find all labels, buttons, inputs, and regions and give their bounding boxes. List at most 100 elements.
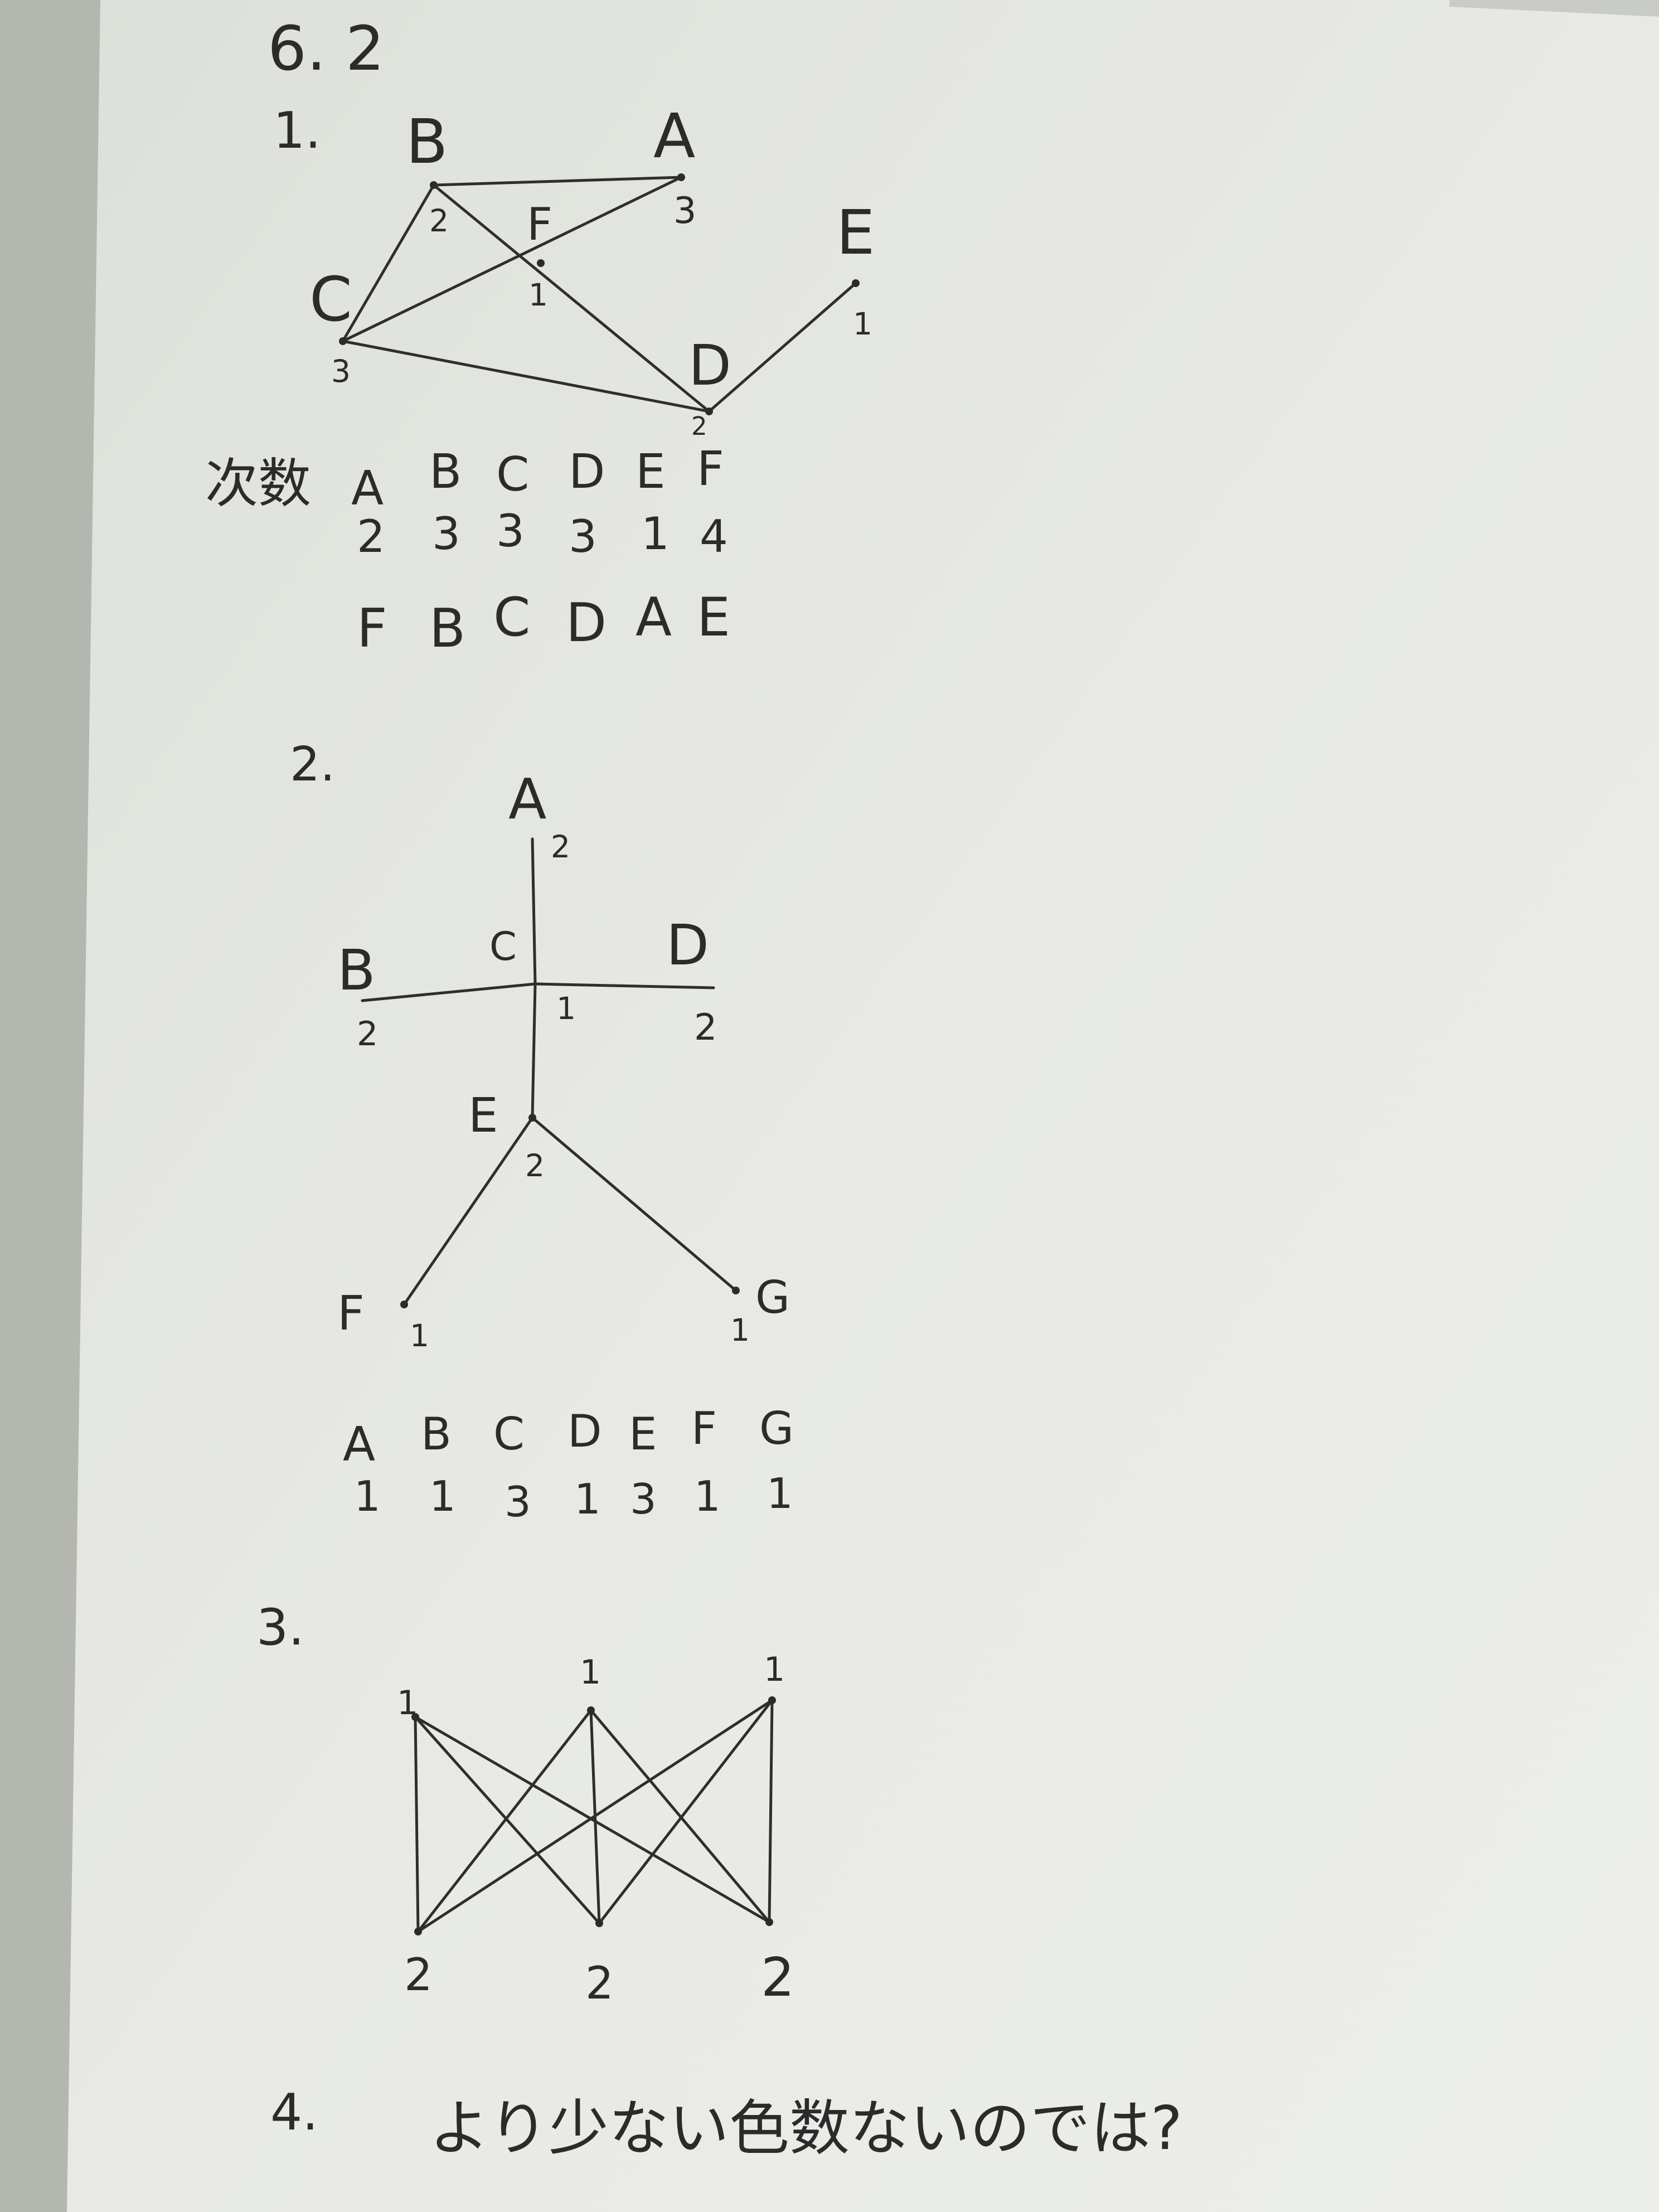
bottom-vertex-2-dot	[595, 1919, 603, 1927]
edge-e-f-2	[402, 1116, 534, 1306]
table-1-label-d: D	[569, 444, 605, 499]
table-2-value-b: 1	[429, 1472, 456, 1521]
edge-b-d	[432, 183, 711, 413]
vertex-f-dot	[537, 259, 545, 267]
vertex-e-dot-2	[528, 1114, 536, 1122]
table-2-label-a: A	[343, 1417, 375, 1472]
order-item-4: D	[566, 593, 607, 654]
vertex-a-label: A	[653, 100, 695, 172]
paper-top-edge	[1449, 0, 1659, 17]
table-2-label-b: B	[421, 1408, 452, 1460]
table-1-label-b: B	[429, 444, 462, 499]
vertex-c-label: C	[309, 264, 352, 335]
vertex-f-label-2: F	[337, 1286, 365, 1341]
bottom-vertex-3-label: 2	[761, 1947, 794, 2009]
table-2-value-g: 1	[767, 1469, 793, 1518]
edge-c-d	[341, 339, 711, 413]
graph-3: 1 1 1 2 2 2	[397, 1650, 794, 2009]
vertex-f-label: F	[527, 198, 552, 250]
vertex-g-dot-2	[732, 1287, 740, 1294]
graph-2: A B C D E F G 2 2 1 2 2 1 1	[337, 767, 790, 1354]
table-2-value-a: 1	[354, 1472, 381, 1521]
vertex-c-degree-note: 3	[331, 353, 351, 389]
vertex-d-label-2: D	[666, 913, 709, 978]
table-1-value-c: 3	[496, 505, 525, 557]
edge-t1-b2	[414, 1715, 601, 1925]
paper-sheet	[67, 0, 1659, 2212]
order-item-2: B	[429, 598, 465, 659]
vertex-e-degree-note-2: 2	[525, 1148, 545, 1183]
edge-t1-b1	[414, 1715, 420, 1933]
vertex-a-degree-note-2: 2	[551, 829, 570, 865]
table-2-label-e: E	[629, 1408, 657, 1460]
edge-b-c-2	[361, 982, 537, 1002]
vertex-a-dot	[677, 173, 685, 181]
edge-b-a	[432, 176, 683, 187]
degree-caption: 次数	[205, 453, 311, 515]
bottom-vertex-3-dot	[765, 1918, 773, 1926]
problem-4-number: 4.	[270, 2083, 318, 2142]
vertex-c-degree-note-2: 1	[556, 991, 576, 1026]
edge-a-c-2	[531, 837, 537, 986]
table-1-value-b: 3	[432, 508, 460, 560]
problem-2-number: 2.	[290, 737, 335, 792]
table-2-label-f: F	[691, 1403, 717, 1454]
graph-1: B A F E C D 2 3 1 1 3 2	[309, 100, 875, 441]
vertex-e-degree-note: 1	[853, 306, 872, 342]
problem-3-number: 3.	[256, 1598, 304, 1657]
table-2-label-c: C	[493, 1408, 525, 1460]
edge-t2-b3	[589, 1709, 771, 1924]
table-1-value-e: 1	[641, 508, 670, 560]
vertex-b-degree-note-2: 2	[357, 1015, 378, 1054]
edge-t3-b1	[416, 1699, 774, 1933]
bottom-vertex-1-label: 2	[404, 1949, 433, 2001]
edge-t3-b3	[768, 1699, 774, 1924]
edge-b-c	[341, 183, 435, 343]
vertex-e-label-2: E	[468, 1088, 498, 1143]
bottom-vertex-2-label: 2	[585, 1957, 614, 2009]
vertex-g-degree-note-2: 1	[730, 1312, 750, 1348]
edge-t3-b2	[598, 1699, 774, 1925]
vertex-g-label-2: G	[755, 1272, 790, 1323]
top-vertex-2-dot	[587, 1706, 595, 1714]
degree-table-1: A B C D E F 2 3 3 3 1 4	[351, 442, 728, 562]
edge-a-c	[341, 176, 683, 343]
edge-t1-b3	[414, 1715, 771, 1924]
edge-c-e-2	[531, 982, 537, 1119]
table-1-label-c: C	[496, 447, 529, 502]
vertex-a-label-2: A	[508, 767, 546, 832]
vertex-f-degree-note-2: 1	[410, 1318, 429, 1354]
order-item-6: E	[697, 587, 730, 648]
header-text: 6. 2	[268, 13, 385, 84]
order-item-1: F	[357, 598, 387, 659]
vertex-c-label-2: C	[489, 924, 517, 969]
vertex-f-dot-2	[400, 1301, 408, 1308]
top-vertex-1-label: 1	[397, 1684, 418, 1723]
table-1-value-f: 4	[700, 511, 728, 562]
table-1-value-d: 3	[569, 511, 597, 562]
table-1-label-e: E	[636, 444, 666, 499]
order-item-5: A	[636, 587, 672, 648]
top-vertex-3-dot	[768, 1696, 776, 1704]
order-item-3: C	[493, 587, 530, 648]
vertex-b-label: B	[406, 106, 448, 177]
table-2-value-e: 3	[630, 1474, 657, 1524]
vertex-b-label-2: B	[337, 938, 376, 1003]
vertex-f-degree-note: 1	[528, 277, 548, 313]
edge-d-e	[707, 282, 857, 413]
table-1-value-a: 2	[357, 511, 385, 562]
vertex-e-dot	[852, 279, 860, 287]
vertex-a-degree-note: 3	[673, 190, 696, 232]
table-2-label-g: G	[759, 1403, 794, 1454]
vertex-d-degree-note: 2	[691, 411, 707, 441]
vertex-d-dot	[705, 408, 713, 415]
vertex-c-dot	[339, 337, 347, 345]
edge-c-d-2	[533, 982, 715, 989]
vertex-d-degree-note-2: 2	[694, 1007, 717, 1049]
top-vertex-2-label: 1	[580, 1653, 601, 1692]
problem-1-number: 1.	[273, 101, 321, 160]
edge-e-g-2	[531, 1116, 738, 1292]
bottom-vertex-1-dot	[414, 1928, 422, 1936]
problem-4-answer: より少ない色数ないのでは?	[429, 2094, 1182, 2164]
